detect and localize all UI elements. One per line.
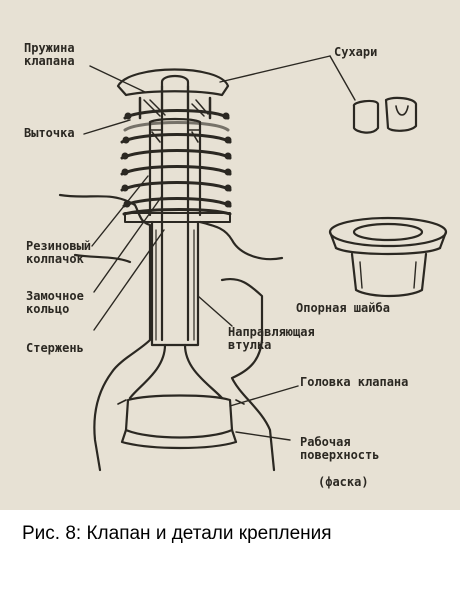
stem-keepers xyxy=(160,84,190,114)
label-chamfer: (фаска) xyxy=(318,475,369,489)
valve-spring-dots xyxy=(121,112,232,208)
cylinder-head-outline-left xyxy=(58,193,152,472)
valve-neck xyxy=(128,343,224,400)
guide-bushing xyxy=(150,220,200,347)
valve-stem xyxy=(160,74,190,342)
label-valve-head: Головка клапана xyxy=(300,375,409,389)
cylinder-head-outline-left-inner xyxy=(73,253,132,264)
valve-head xyxy=(124,394,234,439)
label-rubber-cap: Резиновый колпачок xyxy=(26,239,92,266)
valve-spring xyxy=(120,109,232,216)
valve-diagram: Пружина клапана Выточка Резиновый колпач… xyxy=(0,0,460,510)
label-keepers: Сухари xyxy=(334,45,378,59)
valve-drawing xyxy=(58,55,448,472)
figure-caption: Рис. 8: Клапан и детали крепления xyxy=(22,523,332,544)
label-guide-bushing: Направляющая втулка xyxy=(228,325,315,352)
label-spring: Пружина клапана xyxy=(24,41,75,68)
cylinder-head-outline-right xyxy=(198,220,284,472)
label-groove: Выточка xyxy=(24,126,75,140)
label-lock-ring: Замочное кольцо xyxy=(26,289,84,316)
retainer-hatch xyxy=(143,99,209,117)
rubber-cap xyxy=(148,117,202,217)
spring-retainer xyxy=(116,68,230,97)
label-support-washer: Опорная шайба xyxy=(296,301,390,315)
label-working-surface: Рабочая поверхность xyxy=(300,435,380,462)
keepers-detail xyxy=(352,96,418,134)
spring-seat xyxy=(124,212,231,223)
label-stem: Стержень xyxy=(26,341,84,355)
leader-lines xyxy=(83,55,356,441)
support-washer-detail xyxy=(328,216,448,298)
